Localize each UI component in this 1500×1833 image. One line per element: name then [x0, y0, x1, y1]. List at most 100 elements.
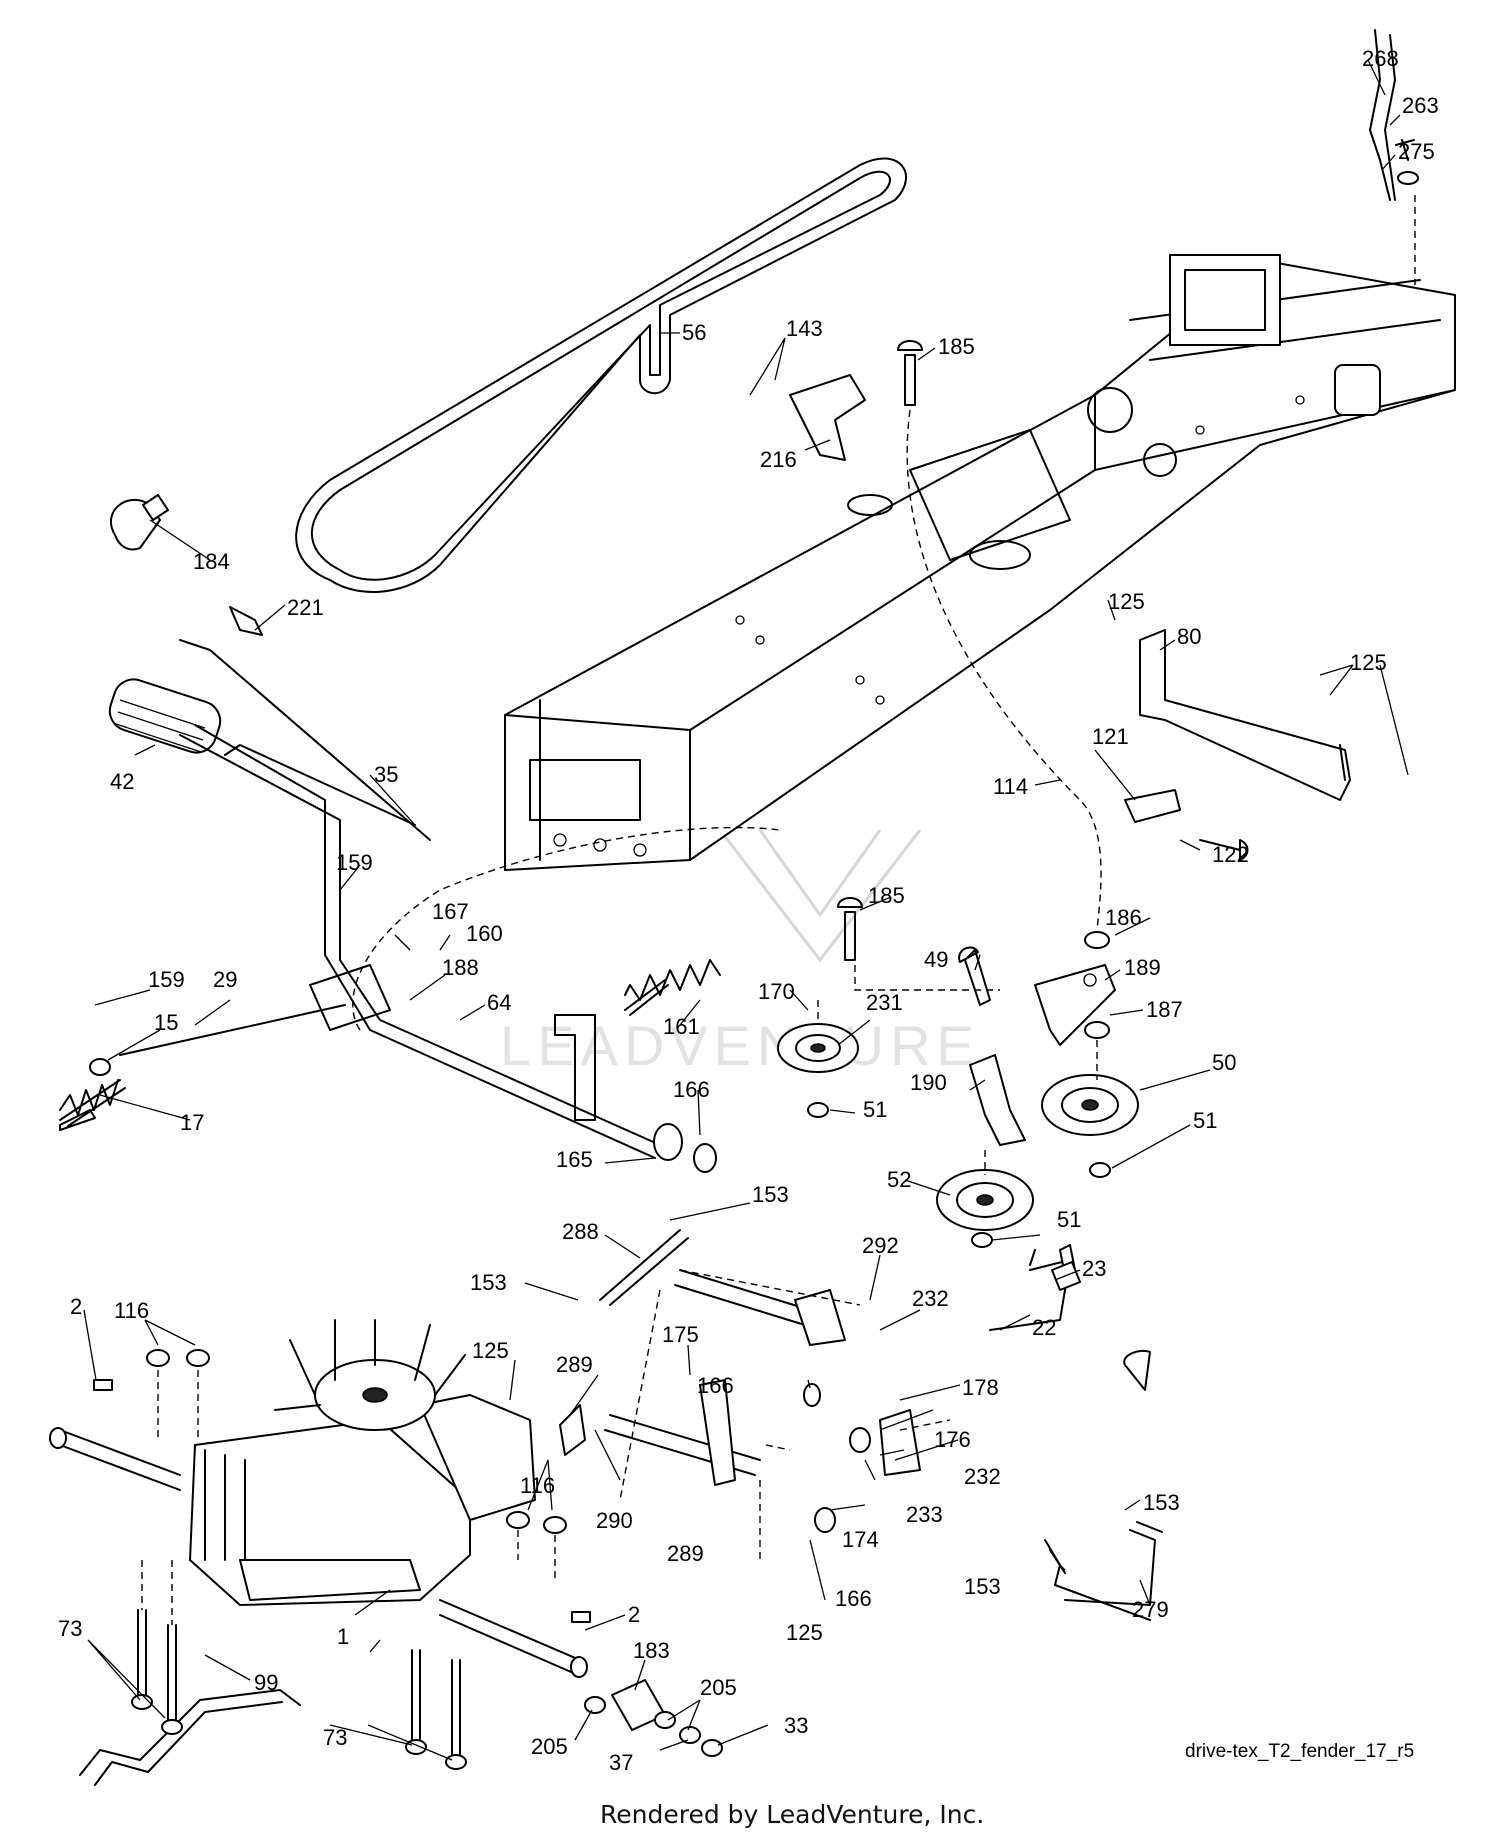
- callout-185[interactable]: 185: [938, 334, 975, 359]
- callout-170[interactable]: 170: [758, 979, 795, 1004]
- drive-belt: [295, 157, 907, 593]
- callout-17[interactable]: 17: [180, 1110, 204, 1135]
- callout-268[interactable]: 268: [1362, 46, 1399, 71]
- control-rod: [1064, 1521, 1163, 1606]
- callout-185[interactable]: 185: [868, 883, 905, 908]
- transaxle-assembly: [49, 1319, 591, 1678]
- callout-122[interactable]: 122: [1212, 842, 1249, 867]
- axle-bolts: [131, 1609, 467, 1770]
- callout-275[interactable]: 275: [1398, 139, 1435, 164]
- idler-brackets: [969, 931, 1116, 1146]
- cable: [224, 744, 416, 826]
- callout-232[interactable]: 232: [912, 1286, 949, 1311]
- callout-233[interactable]: 233: [906, 1502, 943, 1527]
- pulleys: [777, 1023, 1139, 1248]
- callout-174[interactable]: 174: [842, 1527, 879, 1552]
- callout-116[interactable]: 116: [114, 1298, 149, 1323]
- diagram-code: drive-tex_T2_fender_17_r5: [1185, 1741, 1414, 1762]
- callout-188[interactable]: 188: [442, 955, 479, 980]
- callout-183[interactable]: 183: [633, 1638, 670, 1663]
- callout-186[interactable]: 186: [1105, 905, 1142, 930]
- callout-292[interactable]: 292: [862, 1233, 899, 1258]
- callout-22[interactable]: 22: [1032, 1315, 1056, 1340]
- callout-153[interactable]: 153: [752, 1182, 789, 1207]
- callout-205[interactable]: 205: [700, 1675, 737, 1700]
- callout-166[interactable]: 166: [835, 1586, 872, 1611]
- callout-190[interactable]: 190: [910, 1070, 947, 1095]
- callout-73[interactable]: 73: [58, 1616, 82, 1641]
- callout-1[interactable]: 1: [337, 1624, 349, 1649]
- callout-125[interactable]: 125: [472, 1338, 509, 1363]
- brake-pedal-assembly: [59, 639, 717, 1173]
- assembly-lines: [141, 195, 1416, 1625]
- callout-178[interactable]: 178: [962, 1375, 999, 1400]
- callout-221[interactable]: 221: [287, 595, 324, 620]
- tractor-frame: [504, 254, 1456, 871]
- callout-176[interactable]: 176: [934, 1427, 971, 1452]
- callout-143[interactable]: 143: [786, 316, 823, 341]
- callout-51[interactable]: 51: [1057, 1207, 1081, 1232]
- callout-290[interactable]: 290: [596, 1508, 633, 1533]
- callout-29[interactable]: 29: [213, 967, 237, 992]
- callout-189[interactable]: 189: [1124, 955, 1161, 980]
- callout-153[interactable]: 153: [1143, 1490, 1180, 1515]
- callout-279[interactable]: 279: [1132, 1597, 1169, 1622]
- callout-51[interactable]: 51: [863, 1097, 887, 1122]
- callout-2[interactable]: 2: [70, 1294, 82, 1319]
- callout-35[interactable]: 35: [374, 762, 398, 787]
- footer-credit: Rendered by LeadVenture, Inc.: [600, 1800, 984, 1829]
- callout-56[interactable]: 56: [682, 320, 706, 345]
- plate: [789, 374, 866, 461]
- callout-64[interactable]: 64: [487, 990, 511, 1015]
- callout-23[interactable]: 23: [1082, 1256, 1106, 1281]
- callout-99[interactable]: 99: [254, 1670, 278, 1695]
- callout-232[interactable]: 232: [964, 1464, 1001, 1489]
- callout-231[interactable]: 231: [866, 990, 903, 1015]
- callout-161[interactable]: 161: [663, 1014, 700, 1039]
- callout-49[interactable]: 49: [924, 947, 948, 972]
- callout-labels: 268 263 275 56 143 185 216 184 221 125 8…: [58, 46, 1439, 1775]
- callout-2[interactable]: 2: [628, 1602, 640, 1627]
- callout-125[interactable]: 125: [1350, 650, 1387, 675]
- callout-289[interactable]: 289: [556, 1352, 593, 1377]
- callout-52[interactable]: 52: [887, 1167, 911, 1192]
- callout-288[interactable]: 288: [562, 1219, 599, 1244]
- callout-263[interactable]: 263: [1402, 93, 1439, 118]
- callout-51[interactable]: 51: [1193, 1108, 1217, 1133]
- callout-116[interactable]: 116: [520, 1473, 555, 1498]
- callout-159[interactable]: 159: [148, 967, 185, 992]
- callout-80[interactable]: 80: [1177, 624, 1201, 649]
- callout-33[interactable]: 33: [784, 1713, 808, 1738]
- callout-289[interactable]: 289: [667, 1541, 704, 1566]
- leader-lines: [83, 59, 1409, 1761]
- callout-153[interactable]: 153: [964, 1574, 1001, 1599]
- leadventure-watermark: LEADVENTURE: [500, 829, 980, 1077]
- callout-184[interactable]: 184: [193, 549, 230, 574]
- callout-159[interactable]: 159: [336, 850, 373, 875]
- callout-37[interactable]: 37: [609, 1750, 633, 1775]
- callout-121[interactable]: 121: [1092, 724, 1129, 749]
- springs: [59, 959, 721, 1116]
- callout-166[interactable]: 166: [673, 1077, 710, 1102]
- callout-153[interactable]: 153: [470, 1270, 507, 1295]
- callout-205[interactable]: 205: [531, 1734, 568, 1759]
- callout-216[interactable]: 216: [760, 447, 797, 472]
- callout-42[interactable]: 42: [110, 769, 134, 794]
- linkage-and-rods: [559, 1229, 1151, 1621]
- callout-160[interactable]: 160: [466, 921, 503, 946]
- callout-114[interactable]: 114: [993, 774, 1028, 799]
- watermark-text: LEADVENTURE: [500, 1014, 980, 1077]
- callout-166[interactable]: 166: [697, 1373, 734, 1398]
- callout-167[interactable]: 167: [432, 899, 469, 924]
- callout-73[interactable]: 73: [323, 1725, 347, 1750]
- callout-165[interactable]: 165: [556, 1147, 593, 1172]
- callout-50[interactable]: 50: [1212, 1050, 1236, 1075]
- fender-bracket: [1124, 629, 1351, 861]
- callout-125[interactable]: 125: [1108, 589, 1145, 614]
- callout-125[interactable]: 125: [786, 1620, 823, 1645]
- spacer-and-washers: [584, 1679, 723, 1757]
- callout-175[interactable]: 175: [662, 1322, 699, 1347]
- callout-15[interactable]: 15: [154, 1010, 178, 1035]
- callout-187[interactable]: 187: [1146, 997, 1183, 1022]
